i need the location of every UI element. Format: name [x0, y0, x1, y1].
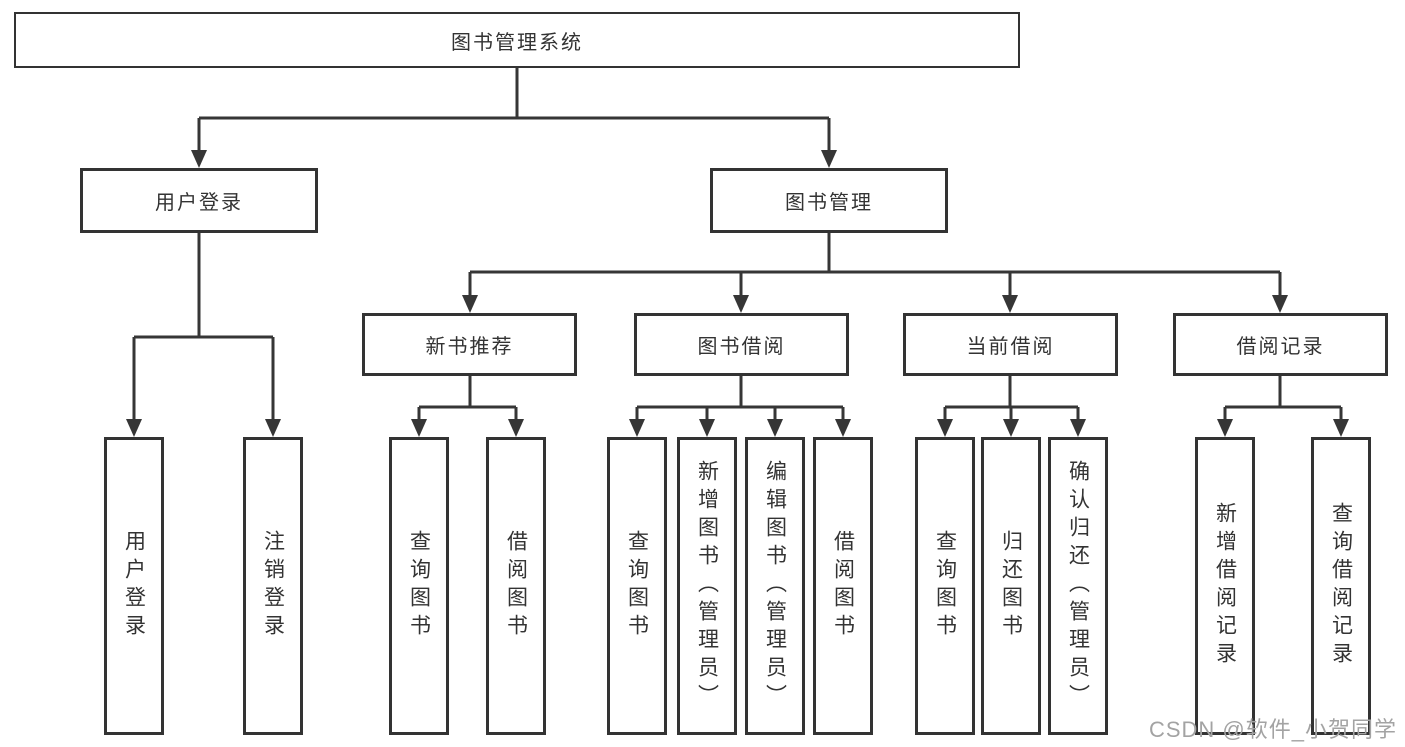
leaf-add-borrow-record-label: 新增借阅记录	[1213, 502, 1237, 670]
csdn-watermark: CSDN @软件_小贺同学	[1148, 717, 1397, 742]
leaf-logout: 注销登录	[243, 437, 303, 735]
leaf-confirm-return-admin: 确认归还（管理员）	[1048, 437, 1108, 735]
leaf-confirm-return-admin-label: 确认归还（管理员）	[1066, 460, 1090, 712]
node-book-borrowing: 图书借阅	[634, 313, 849, 376]
leaf-edit-books-admin: 编辑图书（管理员）	[745, 437, 805, 735]
node-book-management: 图书管理	[710, 168, 948, 233]
leaf-search-borrow-record: 查询借阅记录	[1311, 437, 1371, 735]
node-current-borrowing-label: 当前借阅	[966, 336, 1055, 358]
leaf-borrow-books: 借阅图书	[813, 437, 873, 735]
leaf-search-books-borrowing: 查询图书	[607, 437, 667, 735]
node-current-borrowing: 当前借阅	[903, 313, 1118, 376]
leaf-search-books-recommend: 查询图书	[389, 437, 449, 735]
leaf-borrow-books-recommend-label: 借阅图书	[504, 530, 528, 642]
leaf-search-books-current: 查询图书	[915, 437, 975, 735]
node-borrowing-records: 借阅记录	[1173, 313, 1388, 376]
node-book-management-label: 图书管理	[785, 192, 873, 214]
node-root-label: 图书管理系统	[451, 31, 583, 54]
leaf-return-books: 归还图书	[981, 437, 1041, 735]
node-book-borrowing-label: 图书借阅	[697, 336, 786, 358]
leaf-borrow-books-label: 借阅图书	[831, 530, 855, 642]
node-borrowing-records-label: 借阅记录	[1236, 336, 1325, 358]
leaf-add-books-admin: 新增图书（管理员）	[677, 437, 737, 735]
node-new-book-recommend-label: 新书推荐	[425, 336, 514, 358]
leaf-add-borrow-record: 新增借阅记录	[1195, 437, 1255, 735]
leaf-search-books-recommend-label: 查询图书	[407, 530, 431, 642]
node-root-library-system: 图书管理系统	[14, 12, 1020, 68]
leaf-add-books-admin-label: 新增图书（管理员）	[695, 460, 719, 712]
leaf-logout-label: 注销登录	[261, 530, 285, 642]
node-new-book-recommend: 新书推荐	[362, 313, 577, 376]
leaf-search-borrow-record-label: 查询借阅记录	[1329, 502, 1353, 670]
leaf-borrow-books-recommend: 借阅图书	[486, 437, 546, 735]
leaf-return-books-label: 归还图书	[999, 530, 1023, 642]
node-user-login: 用户登录	[80, 168, 318, 233]
node-user-login-label: 用户登录	[155, 192, 243, 214]
leaf-search-books-current-label: 查询图书	[933, 530, 957, 642]
leaf-search-books-borrowing-label: 查询图书	[625, 530, 649, 642]
leaf-user-login: 用户登录	[104, 437, 164, 735]
leaf-user-login-label: 用户登录	[122, 530, 146, 642]
leaf-edit-books-admin-label: 编辑图书（管理员）	[763, 460, 787, 712]
